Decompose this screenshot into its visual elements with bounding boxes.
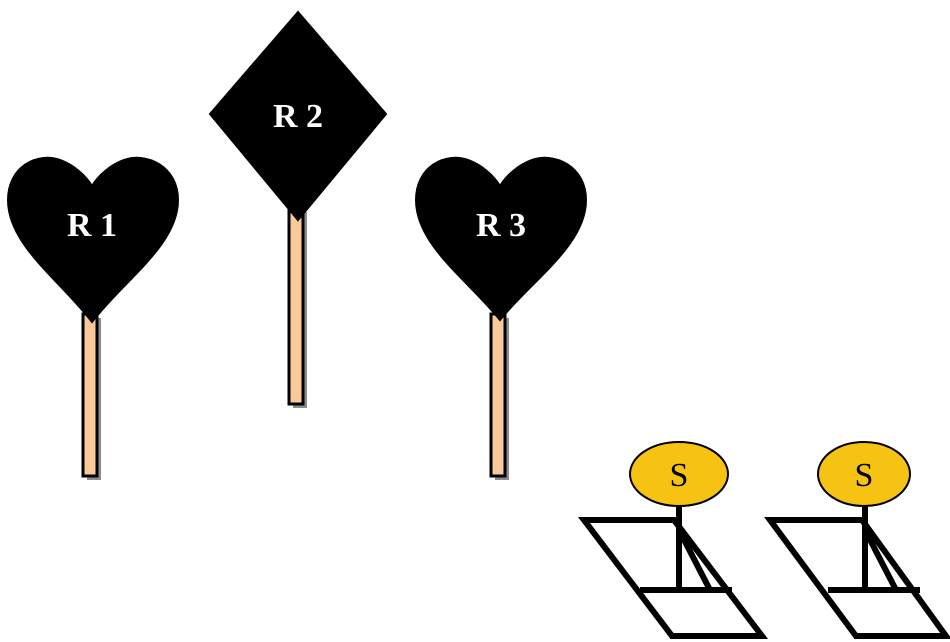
sign-r1-heart-icon bbox=[6, 156, 180, 324]
station-s1: S bbox=[577, 441, 769, 639]
sign-r2-label: R 2 bbox=[273, 98, 323, 135]
station-s2: S bbox=[764, 441, 950, 639]
sign-r3-heart-icon bbox=[414, 156, 588, 322]
station-s1-label: S bbox=[670, 457, 689, 494]
station-s2-badge bbox=[817, 441, 911, 507]
sign-r2-diamond-icon bbox=[208, 10, 388, 222]
sign-r1-post bbox=[81, 312, 101, 480]
station-s1-badge bbox=[629, 441, 729, 507]
sign-r3: R 3 bbox=[414, 156, 588, 480]
sign-r3-label: R 3 bbox=[476, 207, 526, 244]
sign-r1: R 1 bbox=[6, 156, 180, 480]
station-s1-frame-icon bbox=[577, 505, 769, 639]
station-s2-frame-icon bbox=[764, 505, 950, 639]
sign-r2: R 2 bbox=[208, 10, 388, 408]
sign-r3-post bbox=[489, 312, 509, 480]
sign-r1-label: R 1 bbox=[67, 207, 117, 244]
sign-r2-post bbox=[287, 206, 307, 408]
station-s2-label: S bbox=[855, 457, 874, 494]
